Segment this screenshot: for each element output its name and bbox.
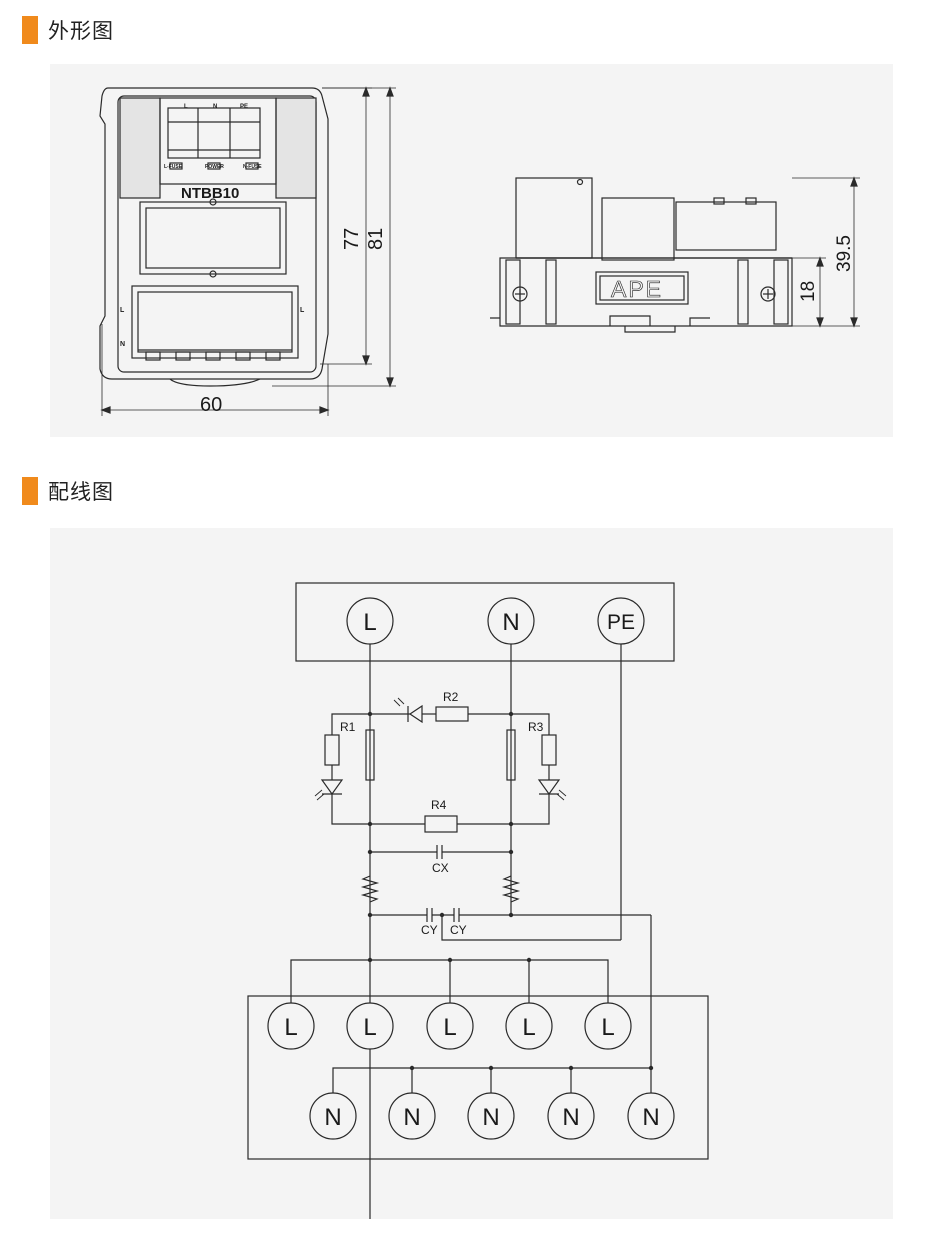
top-label-n: N (213, 104, 217, 110)
dim-inner-height-label: 77 (341, 228, 363, 250)
label-cx: CX (432, 861, 449, 875)
fuse-right (506, 729, 516, 781)
dim-width-label: 60 (200, 394, 222, 416)
section-header-wiring: 配线图 (22, 477, 114, 505)
indicator-label-power: POWER (205, 164, 224, 170)
bottom-terminal-housing (131, 285, 299, 359)
side-top-left-box (515, 177, 593, 259)
top-label-pe: PE (240, 104, 248, 110)
label-r2: R2 (443, 690, 459, 704)
dim-outer-height-label: 81 (365, 228, 387, 250)
section-title: 外形图 (48, 19, 114, 43)
n-terminal-3 (467, 1092, 515, 1140)
l-terminal-1-label: L (284, 1014, 297, 1041)
l-terminal-2 (346, 1002, 394, 1050)
side-top-middle-box (601, 197, 675, 261)
inductor-right (501, 875, 521, 903)
outline-drawing-panel: L N PE L-FUSE POWER N-FUSE NTBB10 L N L … (50, 64, 893, 437)
n-terminal-5 (627, 1092, 675, 1140)
junction-dots (367, 711, 654, 1071)
side-screw-right (760, 286, 776, 302)
bottom-terminal-box (247, 995, 709, 1160)
n-terminal-5-label: N (642, 1104, 659, 1131)
label-cy-right: CY (450, 923, 467, 937)
l-terminal-3 (426, 1002, 474, 1050)
l-terminal-5-label: L (601, 1014, 614, 1041)
l-terminal-4-label: L (522, 1014, 535, 1041)
l-terminal-2-label: L (363, 1014, 376, 1041)
side-label-l-right: L (300, 307, 305, 314)
resistor-r3 (541, 734, 557, 766)
side-top-right-box (675, 201, 777, 251)
l-terminal-3-label: L (443, 1014, 456, 1041)
side-label-l-left: L (120, 307, 125, 314)
section-marker (22, 477, 38, 505)
l-terminal-5 (584, 1002, 632, 1050)
led-r3-symbol (537, 779, 561, 796)
wiring-diagram-panel: L N PE L L L L L N N N N N R1 R2 R3 R4 C… (50, 528, 893, 1219)
fuse-left (365, 729, 375, 781)
n-terminal-1-label: N (324, 1104, 341, 1131)
outline-drawing: L N PE L-FUSE POWER N-FUSE NTBB10 L N L … (99, 86, 860, 416)
section-title: 配线图 (48, 480, 114, 504)
top-terminal-n-label: N (502, 609, 519, 636)
dim-rail-height-label: 18 (798, 281, 819, 302)
brand-label: APE (611, 276, 663, 302)
label-r1: R1 (340, 720, 356, 734)
left-side-block (119, 97, 161, 199)
side-din-rail (624, 326, 676, 333)
model-label: NTBB10 (181, 185, 239, 202)
n-terminal-3-label: N (482, 1104, 499, 1131)
led-l-fuse (169, 162, 183, 170)
side-screw-left (512, 286, 528, 302)
top-terminal-pe-label: PE (607, 611, 635, 634)
indicator-label-n-fuse: N-FUSE (243, 164, 262, 170)
section-marker (22, 16, 38, 44)
middle-window (139, 201, 287, 275)
top-terminal-housing (159, 97, 277, 185)
resistor-r4 (424, 815, 458, 833)
top-terminal-l-label: L (363, 609, 376, 636)
inductor-left (360, 875, 380, 903)
side-label-n-left: N (120, 341, 125, 348)
dim-side-height-label: 39.5 (834, 235, 855, 272)
label-r3: R3 (528, 720, 544, 734)
label-r4: R4 (431, 798, 447, 812)
resistor-r1 (324, 734, 340, 766)
led-power (207, 162, 221, 170)
n-terminal-4 (547, 1092, 595, 1140)
front-inner-frame (117, 95, 317, 373)
section-header-outline: 外形图 (22, 16, 114, 44)
n-terminal-1 (309, 1092, 357, 1140)
n-terminal-4-label: N (562, 1104, 579, 1131)
n-terminal-2 (388, 1092, 436, 1140)
l-terminal-4 (505, 1002, 553, 1050)
top-terminal-window (167, 107, 261, 159)
led-r1-symbol (320, 779, 344, 796)
din-clip (169, 378, 261, 387)
led-n-fuse (245, 162, 259, 170)
indicator-label-l-fuse: L-FUSE (164, 164, 183, 170)
resistor-r2 (435, 706, 469, 722)
label-cy-left: CY (421, 923, 438, 937)
wiring-diagram: L N PE L L L L L N N N N N R1 R2 R3 R4 C… (247, 582, 709, 1219)
top-terminal-box (295, 582, 675, 662)
brand-plate (595, 271, 689, 305)
l-terminal-1 (267, 1002, 315, 1050)
n-terminal-2-label: N (403, 1104, 420, 1131)
led-r2-symbol (408, 704, 423, 724)
front-body-outline (99, 87, 329, 380)
right-side-block (275, 97, 317, 199)
top-label-l: L (184, 104, 188, 110)
